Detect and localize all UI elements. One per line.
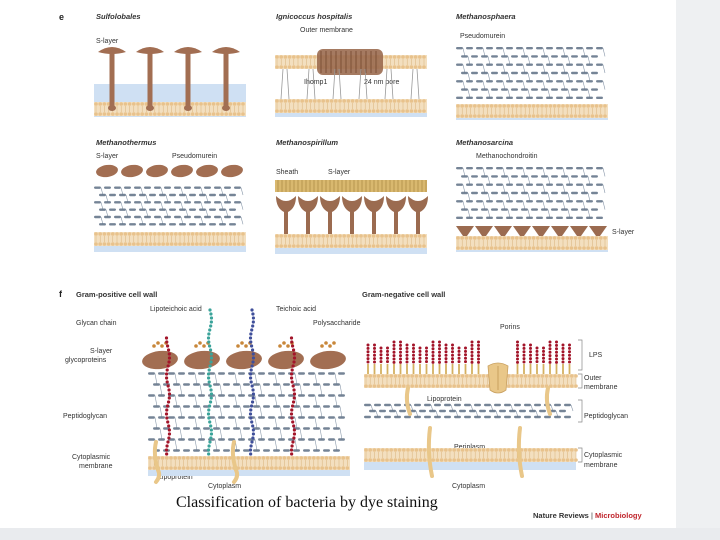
peptidoglycan-mesh [148, 372, 345, 452]
label-gn-cyto-membrane-1: Cytoplasmic [584, 452, 623, 459]
right-scroll-area[interactable] [676, 0, 720, 540]
diagram-ignicoccus [275, 49, 427, 117]
label-methanothermus-pseudomurein: Pseudomurein [172, 153, 218, 160]
label-gp-peptidoglycan: Peptidoglycan [63, 413, 107, 420]
journal-credit: Nature Reviews | Microbiology [533, 511, 642, 520]
label-gp-lipoprotein: Lipoprotein [158, 474, 193, 481]
label-lps: LPS [589, 352, 603, 359]
sheath-layer [275, 180, 427, 192]
s-layer-glycoproteins [142, 341, 346, 370]
label-teichoic-acid: Teichoic acid [276, 306, 317, 313]
label-sheath: Sheath [276, 169, 299, 176]
label-gn-cyto-membrane-2: membrane [584, 462, 618, 469]
s-layer-y-proteins [276, 196, 428, 236]
panel-title-methanosarcina: Methanosarcina [456, 138, 514, 147]
label-glycan-chain: Glycan chain [76, 320, 117, 327]
peptidoglycan-mesh [456, 166, 606, 220]
label-lipoteichoic-acid: Lipoteichoic acid [150, 306, 202, 313]
diagram-gram-negative [364, 339, 583, 478]
lipid-bilayer [456, 104, 608, 118]
label-gp-cytoplasm: Cytoplasm [208, 483, 242, 490]
credit-separator: | [588, 511, 595, 520]
label-gp-cyto-membrane-1: Cytoplasmic [72, 454, 111, 461]
panel-title-methanothermus: Methanothermus [96, 138, 157, 147]
diagram-methanosphaera [456, 46, 608, 120]
peptidoglycan-mesh [456, 46, 606, 100]
section-letter-e: e [59, 12, 65, 22]
gram-negative-title: Gram-negative cell wall [362, 290, 446, 299]
label-gn-cytoplasm: Cytoplasm [452, 483, 486, 490]
label-s-layer-glycoproteins-2: glycoproteins [65, 357, 107, 364]
label-s-layer-glycoproteins-1: S-layer [90, 348, 113, 355]
s-layer-proteins [98, 47, 240, 111]
lipid-bilayer [456, 236, 608, 250]
s-layer-funnels [456, 226, 607, 236]
label-gn-lipoprotein: Lipoprotein [427, 396, 462, 403]
label-24nm-pore: 24 nm pore [364, 79, 400, 86]
label-outer-membrane: Outer membrane [300, 27, 353, 34]
label-sulfolobales-s-layer: S-layer [96, 38, 119, 45]
teichoic-acid-polymers [164, 308, 297, 460]
panel-title-sulfolobales: Sulfolobales [96, 12, 141, 21]
pore-complex [280, 49, 420, 100]
panel-title-methanospirillum: Methanospirillum [276, 138, 339, 147]
gram-positive-title: Gram-positive cell wall [76, 290, 158, 299]
diagram-methanothermus [94, 164, 246, 252]
label-polysaccharide: Polysaccharide [313, 320, 361, 327]
diagram-methanospirillum [275, 180, 428, 254]
bottom-bar [0, 528, 720, 540]
diagram-sulfolobales [94, 47, 246, 117]
label-porins: Porins [500, 324, 520, 331]
label-methanosphaera-pseudomurein: Pseudomurein [460, 33, 506, 40]
label-gn-outer-membrane-1: Outer [584, 375, 602, 382]
peptidoglycan-mesh [94, 186, 244, 226]
label-gn-peptidoglycan: Peptidoglycan [584, 413, 628, 420]
lipoproteins [152, 440, 240, 484]
lipid-bilayer [275, 234, 427, 248]
label-methanosarcina-s-layer: S-layer [612, 229, 635, 236]
lipid-bilayer [364, 448, 578, 462]
porin-protein [487, 362, 509, 394]
label-methanospirillum-s-layer: S-layer [328, 169, 351, 176]
credit-journal: Nature Reviews [533, 511, 589, 520]
label-gn-outer-membrane-2: membrane [584, 384, 618, 391]
lps-chains [366, 340, 571, 374]
peptidoglycan-mesh [364, 403, 574, 419]
slide-caption: Classification of bacteria by dye staini… [176, 494, 438, 511]
section-letter-f: f [59, 289, 62, 299]
label-gp-cyto-membrane-2: membrane [79, 463, 113, 470]
layer-brackets [578, 339, 583, 463]
lipid-bilayer [364, 374, 578, 388]
s-layer-ovals [96, 164, 243, 178]
lipid-bilayer [94, 232, 246, 246]
label-ihomp1: Ihomp1 [304, 79, 328, 86]
label-periplasm: Periplasm [454, 444, 486, 451]
diagram-gram-positive [142, 308, 350, 484]
label-methanothermus-s-layer: S-layer [96, 153, 119, 160]
lipid-bilayer [275, 99, 427, 113]
lipid-bilayer [148, 456, 350, 470]
label-methanochondroitin: Methanochondroitin [476, 153, 538, 160]
panel-title-ignicoccus: Ignicoccus hospitalis [276, 12, 353, 21]
lipid-bilayer [94, 102, 246, 116]
panel-title-methanosphaera: Methanosphaera [456, 12, 516, 21]
credit-brand: Microbiology [594, 511, 642, 520]
gn-lipoproteins [404, 386, 552, 478]
diagram-methanosarcina [456, 166, 608, 252]
